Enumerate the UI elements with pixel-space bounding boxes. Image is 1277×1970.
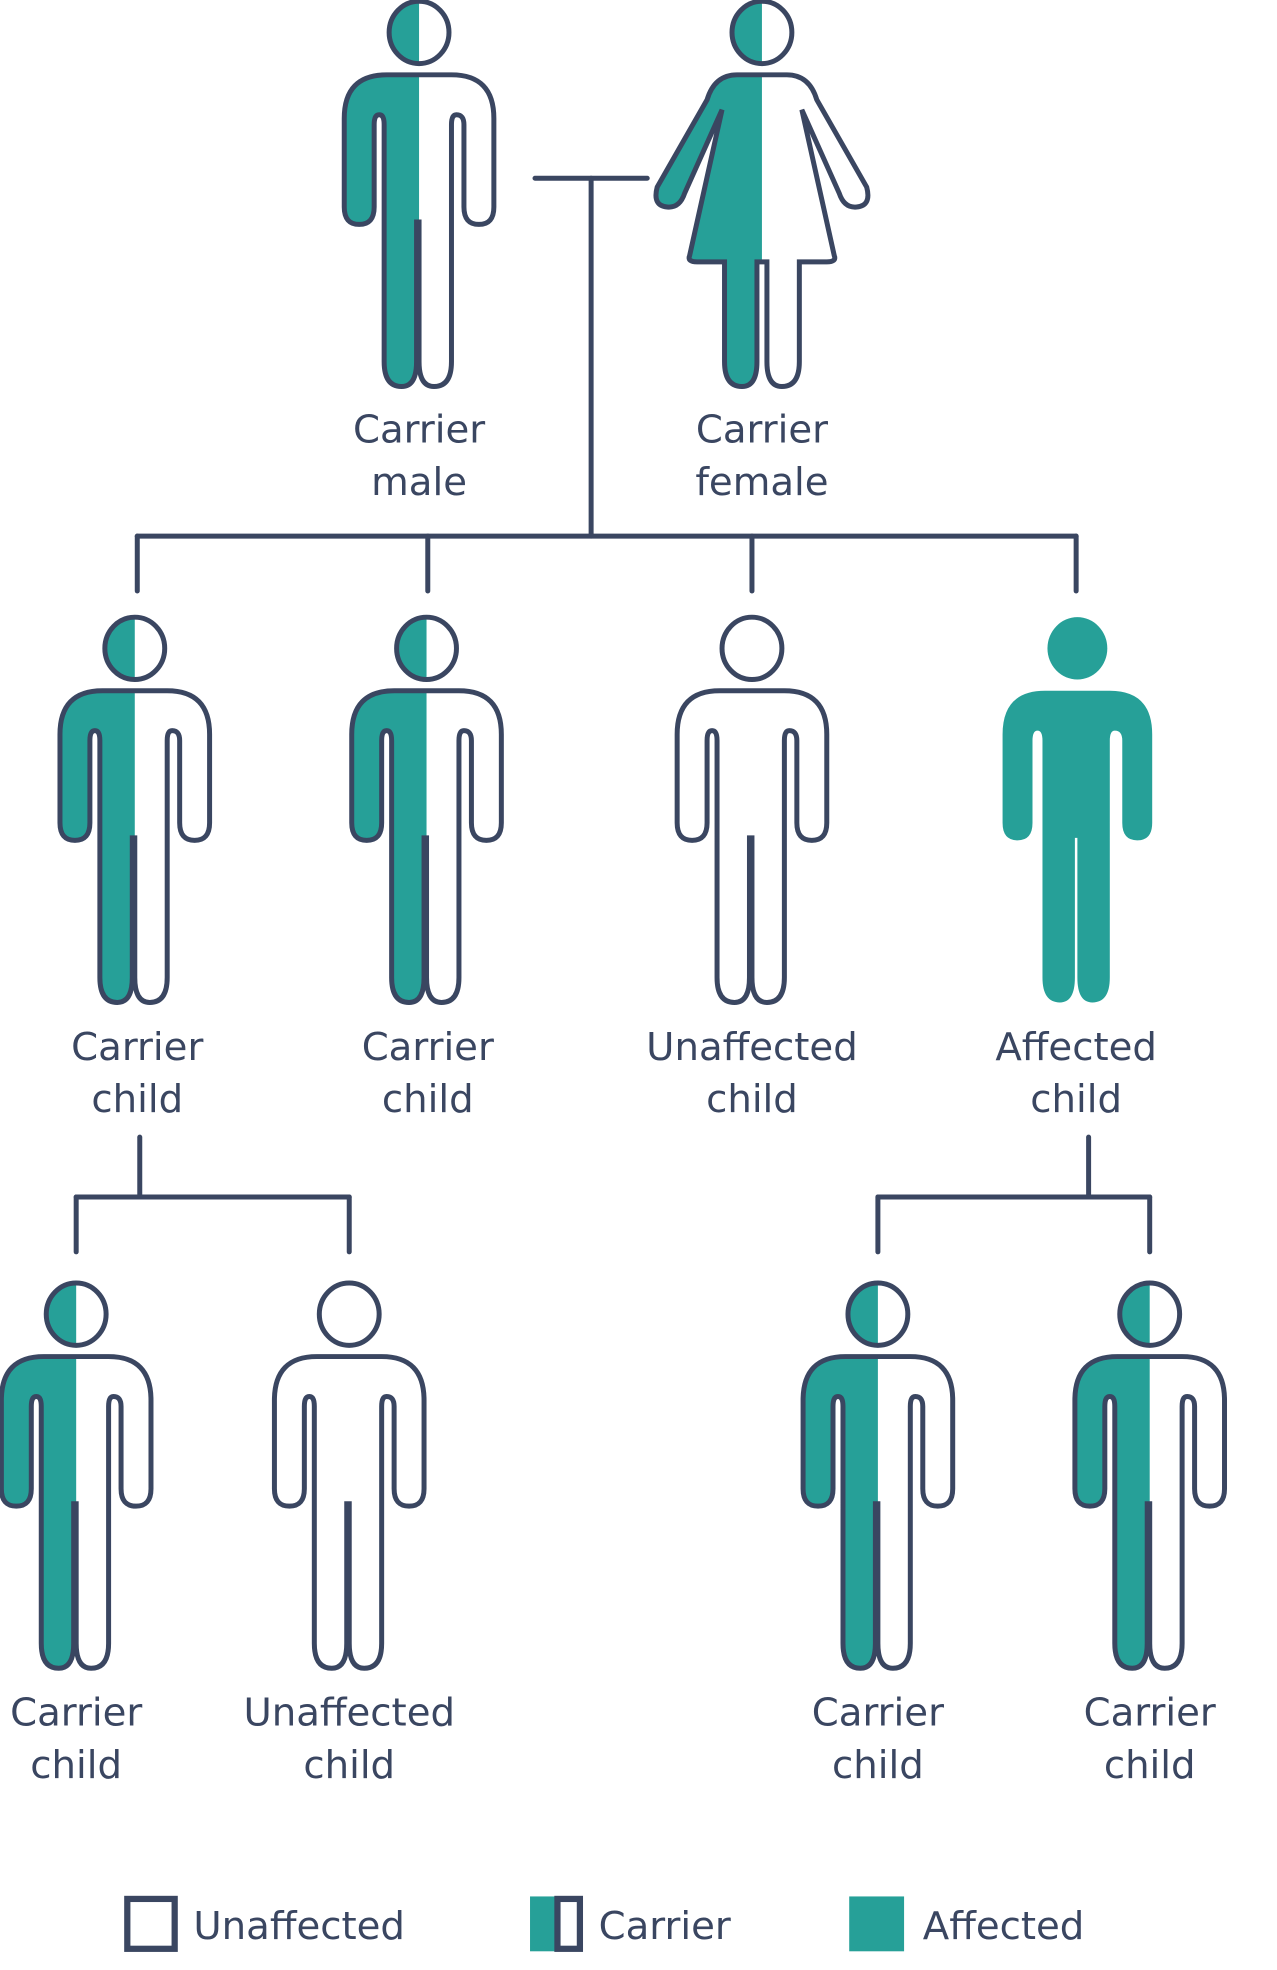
carrier-person-icon xyxy=(60,617,210,1002)
carrier-female-figure xyxy=(656,1,868,386)
gen2-label-3-line1: Unaffected xyxy=(646,1025,858,1070)
gen2-label-2-line1: Carrier xyxy=(362,1025,494,1070)
gen2-affected-child xyxy=(1002,617,1153,1003)
unaffected-person-icon xyxy=(274,1283,424,1668)
gen3-unaffected-child xyxy=(274,1283,424,1668)
legend-label-affected: Affected xyxy=(923,1904,1085,1949)
legend-item-carrier: Carrier xyxy=(530,1895,731,1952)
gen3-label-2-line2: child xyxy=(303,1743,395,1788)
gen1-label-1-line1: Carrier xyxy=(353,408,485,453)
gen3-label-4-line2: child xyxy=(1104,1743,1196,1788)
affected-person-icon xyxy=(1002,617,1153,1003)
carrier-person-icon xyxy=(352,617,502,1002)
gen3-carrier-child-1 xyxy=(1,1283,151,1668)
gen2-carrier-child-1 xyxy=(60,617,210,1002)
gen3-carrier-child-3 xyxy=(1075,1283,1225,1668)
gen3-label-3-line1: Carrier xyxy=(812,1691,944,1736)
gen3-label-2-line1: Unaffected xyxy=(243,1691,455,1736)
carrier-male-icon xyxy=(344,1,494,386)
gen3-carrier-child-2 xyxy=(803,1283,953,1668)
legend-label-carrier: Carrier xyxy=(599,1904,731,1949)
gen2-label-4-line1: Affected xyxy=(995,1025,1157,1070)
gen1-label-1-line2: male xyxy=(371,460,467,505)
gen1-label-2-line1: Carrier xyxy=(696,408,828,453)
legend-item-unaffected: Unaffected xyxy=(124,1895,405,1952)
gen3-label-3-line2: child xyxy=(832,1743,924,1788)
gen2-label-4-line2: child xyxy=(1030,1077,1122,1122)
carrier-person-icon xyxy=(803,1283,953,1668)
gen3-label-4-line1: Carrier xyxy=(1084,1691,1216,1736)
gen2-label-3-line2: child xyxy=(706,1077,798,1122)
legend-item-affected: Affected xyxy=(849,1896,1085,1952)
gen2-label-1-line2: child xyxy=(91,1077,183,1122)
gen2-carrier-child-2 xyxy=(352,617,502,1002)
unaffected-person-icon xyxy=(677,617,827,1002)
filled-square-icon xyxy=(849,1896,905,1952)
carrier-person-icon xyxy=(1075,1283,1225,1668)
carrier-female-icon xyxy=(656,1,868,386)
carrier-male-figure xyxy=(344,1,494,386)
gen3-label-1-line1: Carrier xyxy=(10,1691,142,1736)
gen2-label-2-line2: child xyxy=(382,1077,474,1122)
carrier-person-icon xyxy=(1,1283,151,1668)
gen2-unaffected-child xyxy=(677,617,827,1002)
legend-label-unaffected: Unaffected xyxy=(193,1904,405,1949)
pedigree-lines xyxy=(73,175,1153,1255)
half-filled-square-icon xyxy=(530,1895,584,1952)
legend: Unaffected Carrier Affected xyxy=(124,1895,1085,1952)
gen2-label-1-line1: Carrier xyxy=(71,1025,203,1070)
gen3-label-1-line2: child xyxy=(30,1743,122,1788)
gen1-label-2-line2: female xyxy=(695,460,828,505)
outline-square-icon xyxy=(124,1895,178,1952)
